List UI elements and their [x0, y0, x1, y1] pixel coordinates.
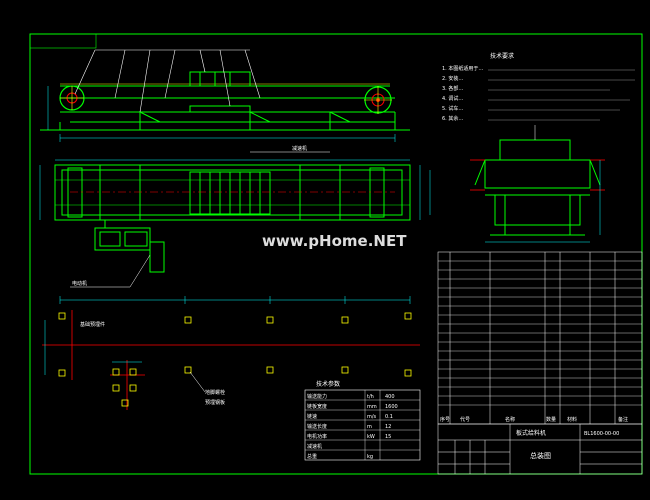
base-callout-text: 基础预埋件 — [80, 321, 105, 328]
hopper-skirt — [189, 71, 251, 87]
drive-unit — [94, 227, 151, 251]
sprocket-icon — [364, 86, 392, 114]
header-cell: 材料 — [567, 416, 577, 423]
watermark-text: www.pHome.NET — [262, 232, 407, 250]
drawing-number: BL1600-00-00 — [584, 431, 619, 437]
foundation-note-2: 预埋钢板 — [205, 399, 225, 406]
dimension-lines-plan — [39, 159, 431, 220]
spec-cell: 链板宽度 — [307, 403, 327, 410]
side-elevation-view — [40, 71, 410, 131]
spec-cell: 15 — [385, 434, 391, 440]
spec-cell: 12 — [385, 424, 391, 430]
spec-cell: 输送能力 — [307, 393, 327, 400]
corner-label-box — [29, 33, 97, 49]
foundation-note-1: 地脚螺栓 — [205, 389, 225, 396]
tech-requirement-item: 5. 试车… — [442, 105, 463, 112]
spec-cell: m — [367, 424, 372, 430]
spec-cell: 链速 — [307, 413, 317, 420]
drawing-title: 板式给料机 — [516, 429, 546, 437]
tech-requirement-item: 2. 安装… — [442, 75, 463, 82]
end-view — [474, 139, 601, 236]
header-cell: 名称 — [505, 416, 515, 423]
tech-requirement-item: 4. 调试… — [442, 95, 463, 102]
header-cell: 数量 — [546, 416, 556, 423]
sheet-label: 总装图 — [530, 451, 551, 460]
tech-requirements-title: 技术要求 — [490, 52, 514, 60]
spec-table-title: 技术参数 — [316, 380, 340, 388]
spec-cell: 输送长度 — [307, 423, 327, 430]
dimension-lines-end — [485, 160, 601, 243]
motor-callout-text: 电动机 — [72, 280, 87, 287]
tech-requirement-item: 6. 其余… — [442, 115, 463, 122]
spec-cell: 电机功率 — [307, 433, 327, 440]
spec-cell: 400 — [385, 394, 395, 400]
plan-view — [54, 164, 411, 273]
foundation-layout — [42, 296, 420, 410]
spec-cell: 1600 — [385, 404, 398, 410]
title-block — [437, 423, 643, 475]
spec-cell: mm — [367, 404, 377, 410]
spec-cell: m/s — [367, 414, 377, 420]
chain-plate-icon — [189, 171, 271, 215]
drive-callout-text: 减速机 — [292, 145, 307, 152]
spec-cell: 总重 — [307, 453, 317, 460]
tech-requirements-block: 技术要求 1. 本图纸适用于… 2. 安装… 3. 各部… 4. 调试… 5. … — [442, 52, 635, 122]
parts-list-rows — [438, 260, 642, 406]
parts-list — [437, 251, 643, 425]
header-cell: 代号 — [460, 416, 470, 423]
spec-cell: t/h — [367, 394, 374, 400]
header-cell: 备注 — [618, 416, 628, 423]
parts-list-header: 序号 代号 名称 数量 材料 备注 — [440, 416, 628, 423]
spec-table: 技术参数 输送能力 t/h 400 链板宽度 mm 1600 链速 m/s 0.… — [304, 380, 421, 461]
spec-cell: kW — [367, 434, 375, 440]
dimension-lines-top — [47, 86, 396, 142]
spec-cell: 0.1 — [385, 414, 393, 420]
spec-cell: kg — [367, 454, 373, 460]
tech-requirement-item: 1. 本图纸适用于… — [442, 65, 483, 72]
tech-requirement-item: 3. 各部… — [442, 85, 463, 92]
sprocket-icon — [59, 85, 85, 111]
leader-lines-top — [74, 49, 261, 113]
spec-cell: 减速机 — [307, 443, 322, 450]
header-cell: 序号 — [440, 416, 450, 423]
end-view-markers — [470, 159, 605, 191]
